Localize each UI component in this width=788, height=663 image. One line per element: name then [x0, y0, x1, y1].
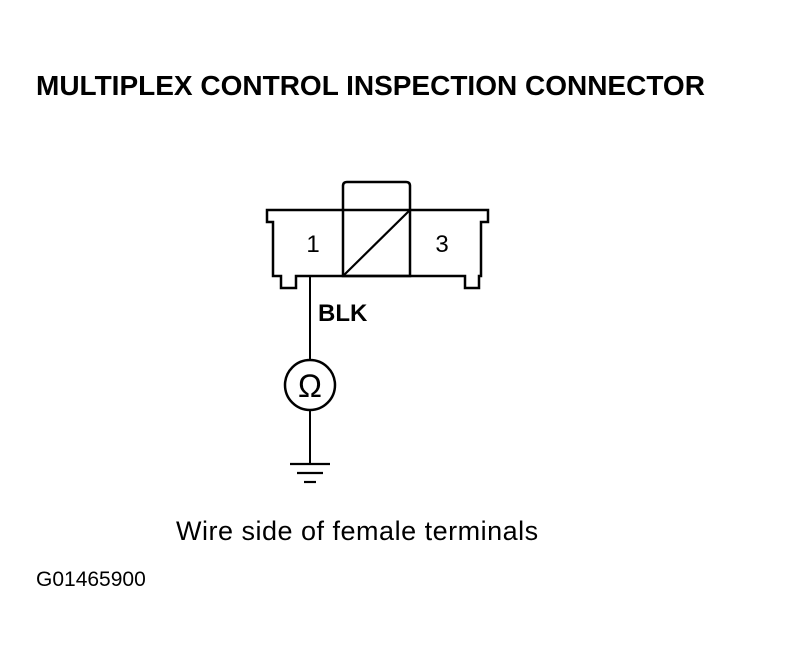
ground-icon [290, 462, 330, 484]
connector-lock-tab [341, 180, 412, 210]
blank-cavity-slash [342, 209, 411, 277]
connector-blank-cavity [341, 208, 412, 278]
diagram-title: MULTIPLEX CONTROL INSPECTION CONNECTOR [36, 70, 705, 101]
wire-color-label: BLK [318, 300, 368, 327]
ohm-symbol: Ω [298, 368, 322, 404]
diagram-caption: Wire side of female terminals [176, 516, 539, 546]
terminal-1-label: 1 [306, 231, 319, 258]
figure-id: G01465900 [36, 568, 146, 591]
terminal-3-label: 3 [435, 231, 448, 258]
